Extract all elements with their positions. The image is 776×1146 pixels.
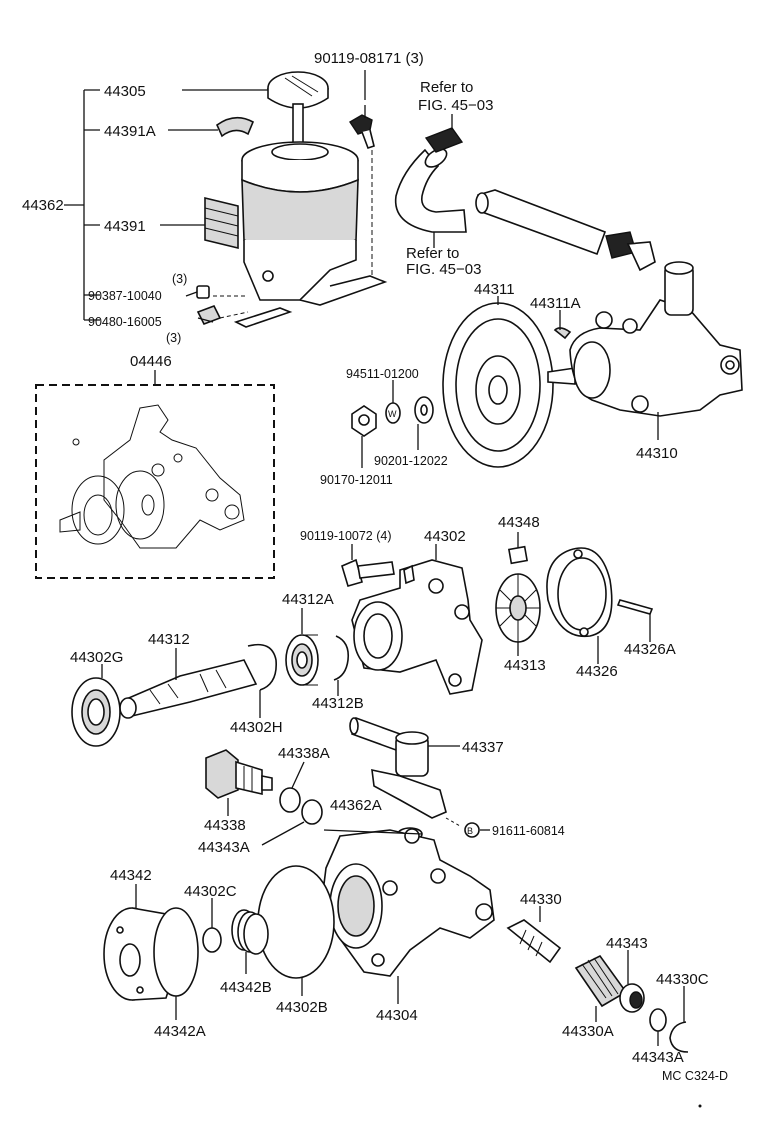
label-44305: 44305 xyxy=(104,83,146,100)
label-44342: 44342 xyxy=(110,867,152,884)
reservoir-shim xyxy=(216,116,255,138)
label-44348: 44348 xyxy=(498,514,540,531)
label-qty-3-b: (3) xyxy=(166,331,181,345)
reservoir-cap xyxy=(267,71,329,150)
label-44342A: 44342A xyxy=(154,1023,206,1040)
label-44337: 44337 xyxy=(462,739,504,756)
cam-ring-44326 xyxy=(546,547,613,638)
b-badge-text: B xyxy=(467,826,473,836)
label-44304: 44304 xyxy=(376,1007,418,1024)
label-44313: 44313 xyxy=(504,657,546,674)
label-44330A: 44330A xyxy=(562,1023,614,1040)
front-housing-44302 xyxy=(351,559,483,695)
seal-44302G xyxy=(71,677,121,747)
o-ring-44343A xyxy=(301,799,323,825)
union-44337 xyxy=(349,716,447,819)
reservoir-assembly xyxy=(64,70,388,328)
reservoir-rubber-pad xyxy=(204,196,239,250)
diagram-code: MC C324-D xyxy=(662,1069,728,1083)
sensor-44338 xyxy=(205,749,273,799)
label-44312A: 44312A xyxy=(282,591,334,608)
label-44391: 44391 xyxy=(104,218,146,235)
label-refer-2a: Refer to xyxy=(406,245,459,262)
part-labels: 90119-08171 (3) 44305 44391A 44362 44391… xyxy=(22,50,728,1083)
nut-90387 xyxy=(196,285,210,299)
label-44338A: 44338A xyxy=(278,745,330,762)
label-44343: 44343 xyxy=(606,935,648,952)
stray-mark xyxy=(698,1104,702,1108)
reservoir-tank xyxy=(233,141,388,328)
spring-44342B xyxy=(231,909,269,955)
valve-44330 xyxy=(506,919,562,964)
label-44362: 44362 xyxy=(22,197,64,214)
label-91611-60814: 91611-60814 xyxy=(492,824,565,838)
gasket-44342A xyxy=(153,907,199,997)
pin-44326A xyxy=(616,599,654,615)
label-44302: 44302 xyxy=(424,528,466,545)
label-44302B: 44302B xyxy=(276,999,328,1016)
bolt-90119-10072 xyxy=(341,558,395,587)
label-90170-12011: 90170-12011 xyxy=(320,473,393,487)
snap-ring-44302H xyxy=(247,643,277,691)
label-44342B: 44342B xyxy=(220,979,272,996)
label-44343A-lower: 44343A xyxy=(632,1049,684,1066)
snap-ring-44330C xyxy=(669,1021,689,1053)
snap-ring-44312B xyxy=(333,635,350,681)
label-94511-01200: 94511-01200 xyxy=(346,367,419,381)
label-44310: 44310 xyxy=(636,445,678,462)
o-ring-44343A-lower xyxy=(649,1008,667,1032)
label-44302G: 44302G xyxy=(70,649,123,666)
svg-text:W: W xyxy=(388,409,397,419)
label-90201-12022: 90201-12022 xyxy=(374,454,448,468)
pulley-44311 xyxy=(442,302,554,468)
spring-44330A xyxy=(574,954,628,1008)
label-90119-10072: 90119-10072 (4) xyxy=(300,529,392,543)
label-refer-2b: FIG. 45−03 xyxy=(406,261,481,278)
label-44312B: 44312B xyxy=(312,695,364,712)
label-44312: 44312 xyxy=(148,631,190,648)
o-ring-44302C xyxy=(202,927,222,953)
label-44362A: 44362A xyxy=(330,797,382,814)
bolt-91611-icon xyxy=(464,822,480,838)
label-44311A: 44311A xyxy=(530,295,581,312)
label-44330C: 44330C xyxy=(656,971,709,988)
label-44343A-upper: 44343A xyxy=(198,839,250,856)
plug-44343 xyxy=(619,983,645,1013)
bearing-44312A xyxy=(285,634,319,686)
leader-lines xyxy=(101,89,685,1046)
label-90119-08171: 90119-08171 (3) xyxy=(314,50,424,67)
gasket-kit-04446 xyxy=(35,370,275,579)
label-44302H: 44302H xyxy=(230,719,283,736)
label-qty-3-a: (3) xyxy=(172,272,187,286)
label-90480-16005: 90480-16005 xyxy=(88,315,162,329)
rear-housing-44304 xyxy=(321,828,495,977)
seal-44348 xyxy=(507,545,529,565)
bolt-90119-08171 xyxy=(349,105,375,150)
label-44338: 44338 xyxy=(204,817,246,834)
label-44302C: 44302C xyxy=(184,883,237,900)
pump-assembly-44310 xyxy=(547,261,743,417)
label-44330: 44330 xyxy=(520,891,562,908)
label-refer-1b: FIG. 45−03 xyxy=(418,97,493,114)
shaft-44312 xyxy=(119,659,258,719)
label-90387-10040: 90387-10040 xyxy=(88,289,162,303)
washer-stack: W xyxy=(351,396,434,437)
hoses xyxy=(394,127,656,272)
label-04446: 04446 xyxy=(130,353,172,370)
rotor-44313 xyxy=(495,573,541,643)
label-44391A: 44391A xyxy=(104,123,156,140)
o-ring-44302B xyxy=(257,865,335,979)
label-44311: 44311 xyxy=(474,281,515,298)
label-refer-1a: Refer to xyxy=(420,79,473,96)
label-44326: 44326 xyxy=(576,663,618,680)
label-44326A: 44326A xyxy=(624,641,676,658)
o-ring-44338A xyxy=(279,787,301,813)
